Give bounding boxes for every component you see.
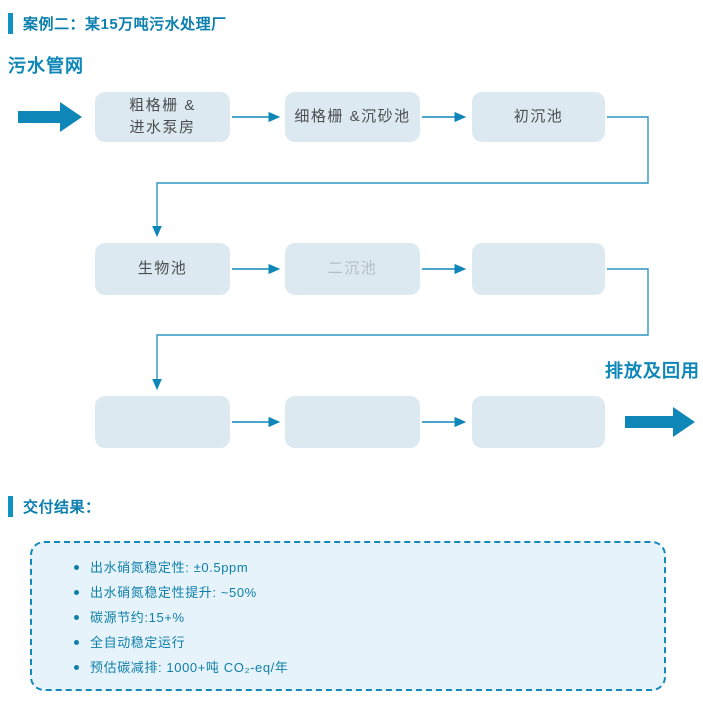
section-bar (8, 496, 13, 517)
flow-connectors (18, 102, 695, 437)
connector-elbow (152, 116, 649, 238)
flow-box-fine-screen: 细格栅 &沉砂池 (285, 92, 420, 142)
result-item: 全自动稳定运行 (32, 630, 664, 655)
flow-box-coarse-screen: 粗格栅 & 进水泵房 (95, 92, 230, 142)
outflow-arrow-icon (625, 407, 695, 437)
result-item: 预估碳减排: 1000+吨 CO₂-eq/年 (32, 655, 664, 680)
flow-box-secondary-tank: 二沉池 (285, 243, 420, 295)
case-header: 案例二：某15万吨污水处理厂 (8, 13, 227, 34)
process-flow-diagram: 粗格栅 & 进水泵房 细格栅 &沉砂池 初沉池 生物池 二沉池 排放及回用 (0, 85, 703, 460)
results-panel: 出水硝氮稳定性: ±0.5ppm 出水硝氮稳定性提升: ~50% 碳源节约:15… (30, 541, 666, 691)
discharge-label: 排放及回用 (605, 361, 700, 381)
results-list: 出水硝氮稳定性: ±0.5ppm 出水硝氮稳定性提升: ~50% 碳源节约:15… (32, 555, 664, 680)
flow-box-bio-tank: 生物池 (95, 243, 230, 295)
flow-box-empty (95, 396, 230, 448)
result-item: 碳源节约:15+% (32, 605, 664, 630)
flow-box-empty (472, 396, 605, 448)
flow-box-empty (472, 243, 605, 295)
flow-box-primary-tank: 初沉池 (472, 92, 605, 142)
results-title: 交付结果： (23, 499, 101, 516)
network-label: 污水管网 (8, 56, 84, 76)
result-item: 出水硝氮稳定性: ±0.5ppm (32, 555, 664, 580)
flow-box-empty (285, 396, 420, 448)
section-bar (8, 13, 13, 34)
inflow-arrow-icon (18, 102, 82, 132)
connector-elbow (152, 268, 649, 391)
results-header: 交付结果： (8, 496, 101, 517)
case-title: 案例二：某15万吨污水处理厂 (23, 16, 227, 33)
result-item: 出水硝氮稳定性提升: ~50% (32, 580, 664, 605)
